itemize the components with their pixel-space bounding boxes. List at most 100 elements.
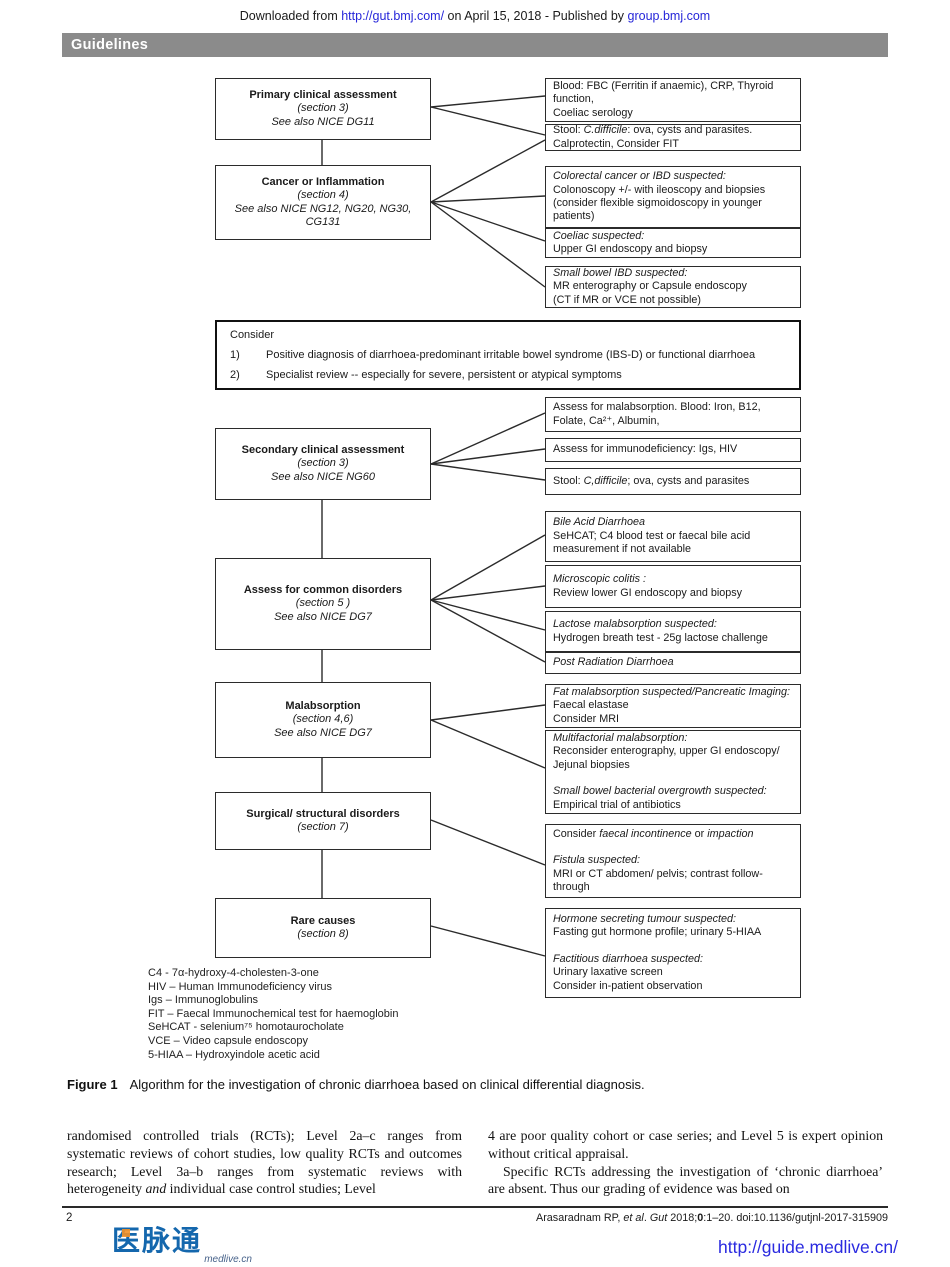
- text-segment: faecal incontinence: [599, 827, 692, 840]
- guide-medlive-link[interactable]: http://guide.medlive.cn/: [718, 1237, 898, 1257]
- figure-label: Figure 1: [67, 1077, 118, 1092]
- box-subtitle: (section 3): [297, 457, 349, 470]
- box-line: MR enterography or Capsule endoscopy: [553, 280, 747, 293]
- box-title: Primary clinical assessment: [249, 89, 397, 102]
- group-bmj-link[interactable]: group.bmj.com: [627, 9, 711, 23]
- footer-rule: [62, 1206, 888, 1208]
- legend-line: SeHCAT - selenium⁷⁵ homotaurocholate: [148, 1021, 344, 1034]
- box-subtitle: (section 5 ): [295, 597, 351, 610]
- consider-item-2: 2) Specialist review -- especially for s…: [230, 369, 786, 382]
- box-title: Cancer or Inflammation: [261, 176, 385, 189]
- flowchart-box-common-disorders: Assess for common disorders (section 5 )…: [215, 558, 431, 650]
- figure-caption: Figure 1 Algorithm for the investigation …: [67, 1077, 645, 1092]
- box-line: Colonoscopy +/- with ileoscopy and biops…: [553, 183, 766, 223]
- box-line: Faecal elastase: [553, 699, 629, 712]
- text-segment: and: [145, 1181, 167, 1197]
- figure-caption-text: Algorithm for the investigation of chron…: [129, 1077, 645, 1092]
- box-line: Consider MRI: [553, 712, 619, 725]
- box-heading: Post Radiation Diarrhoea: [553, 656, 674, 669]
- flowchart-box-primary-assessment: Primary clinical assessment (section 3) …: [215, 78, 431, 140]
- legend-line: FIT – Faecal Immunochemical test for hae…: [148, 1007, 399, 1020]
- box-line: Coeliac serology: [553, 106, 633, 119]
- abbreviation-legend: C4 - 7α-hydroxy-4-cholesten-3-one HIV – …: [148, 967, 398, 1062]
- legend-line: 5-HIAA – Hydroxyindole acetic acid: [148, 1048, 320, 1061]
- text-segment: individual case control studies; Level: [166, 1181, 376, 1197]
- text-segment: : ova, cysts and parasites.: [627, 124, 753, 137]
- box-line: Hydrogen breath test - 25g lactose chall…: [553, 631, 768, 644]
- box-heading: Small bowel IBD suspected:: [553, 266, 688, 279]
- box-subtitle: See also NICE DG11: [271, 115, 375, 128]
- text-segment: .: [643, 1212, 650, 1224]
- legend-line: HIV – Human Immunodeficiency virus: [148, 980, 333, 993]
- citation: Arasaradnam RP, et al. Gut 2018;0:1–20. …: [536, 1212, 888, 1224]
- flowchart-box-immunodeficiency: Assess for immunodeficiency: Igs, HIV: [545, 438, 801, 462]
- item-text: Positive diagnosis of diarrhoea-predomin…: [266, 349, 756, 362]
- medlive-logo-text: 医脉通: [112, 1225, 203, 1256]
- box-subtitle: (section 4): [297, 189, 349, 202]
- box-line: Fasting gut hormone profile; urinary 5-H…: [553, 926, 762, 939]
- text-segment: or: [691, 827, 708, 840]
- box-heading: Coeliac suspected:: [553, 229, 645, 242]
- medlive-logo-accent: [122, 1229, 130, 1237]
- box-line: Assess for immunodeficiency: Igs, HIV: [553, 443, 738, 456]
- legend-line: VCE – Video capsule endoscopy: [148, 1034, 309, 1047]
- flowchart-box-stool-tests-primary: Stool: C.difficile: ova, cysts and paras…: [545, 124, 801, 151]
- box-subtitle: (section 4,6): [292, 713, 354, 726]
- box-heading: Bile Acid Diarrhoea: [553, 516, 646, 529]
- flowchart-box-stool-tests-secondary: Stool: C,difficile; ova, cysts and paras…: [545, 468, 801, 495]
- box-title: Malabsorption: [285, 700, 361, 713]
- box-title: Surgical/ structural disorders: [246, 807, 400, 820]
- flowchart-box-bile-acid-diarrhoea: Bile Acid Diarrhoea SeHCAT; C4 blood tes…: [545, 511, 801, 562]
- text-segment: Stool:: [553, 474, 584, 487]
- box-line: Consider faecal incontinence or impactio…: [553, 828, 793, 841]
- box-title: Assess for common disorders: [243, 584, 403, 597]
- box-title: Secondary clinical assessment: [241, 444, 405, 457]
- flowchart-box-blood-tests: Blood: FBC (Ferritin if anaemic), CRP, T…: [545, 78, 801, 122]
- box-line: Urinary laxative screen: [553, 966, 663, 979]
- flowchart-box-cancer-inflammation: Cancer or Inflammation (section 4) See a…: [215, 165, 431, 240]
- legend-line: C4 - 7α-hydroxy-4-cholesten-3-one: [148, 967, 319, 979]
- box-line: Review lower GI endoscopy and biopsy: [553, 586, 743, 599]
- item-number: 2): [230, 369, 240, 382]
- box-heading: Hormone secreting tumour suspected:: [553, 912, 737, 925]
- box-line: Empirical trial of antibiotics: [553, 798, 681, 811]
- medlive-logo-subtext: medlive.cn: [204, 1254, 252, 1265]
- flowchart-box-malabsorption: Malabsorption (section 4,6) See also NIC…: [215, 682, 431, 758]
- box-line: Reconsider enterography, upper GI endosc…: [553, 745, 780, 771]
- section-banner-label: Guidelines: [71, 37, 149, 53]
- flowchart-box-incontinence-fistula: Consider faecal incontinence or impactio…: [545, 824, 801, 898]
- flowchart-box-microscopic-colitis: Microscopic colitis : Review lower GI en…: [545, 565, 801, 608]
- text-segment: :1–20. doi:10.1136/gutjnl-2017-315909: [703, 1212, 888, 1224]
- flowchart-box-surgical-structural: Surgical/ structural disorders (section …: [215, 792, 431, 850]
- box-subtitle: CG131: [305, 215, 341, 228]
- body-text-left-column: randomised controlled trials (RCTs); Lev…: [67, 1127, 462, 1198]
- text-segment: Consider: [553, 827, 600, 840]
- flowchart-box-rare-causes: Rare causes (section 8): [215, 898, 431, 958]
- box-heading: Microscopic colitis :: [553, 573, 646, 586]
- text-segment: et al: [623, 1212, 644, 1224]
- item-number: 1): [230, 349, 240, 362]
- text-segment: impaction: [707, 827, 754, 840]
- box-heading: Colorectal cancer or IBD suspected:: [553, 170, 726, 183]
- body-text-right-column: 4 are poor quality cohort or case series…: [488, 1127, 883, 1198]
- legend-line: Igs – Immunoglobulins: [148, 994, 259, 1007]
- flowchart-box-lactose-malabsorption: Lactose malabsorption suspected: Hydroge…: [545, 611, 801, 652]
- box-subtitle: (section 7): [297, 821, 349, 833]
- text-segment: randomised controlled trials (RCTs); Lev…: [67, 1128, 462, 1197]
- page-number: 2: [66, 1212, 73, 1224]
- box-line: Blood: FBC (Ferritin if anaemic), CRP, T…: [553, 79, 774, 106]
- box-heading: Fat malabsorption suspected/Pancreatic I…: [553, 685, 791, 698]
- box-title: Rare causes: [290, 914, 356, 927]
- box-subtitle: (section 3): [297, 102, 349, 115]
- gut-bmj-link[interactable]: http://gut.bmj.com/: [341, 9, 445, 23]
- box-line: SeHCAT; C4 blood test or faecal bile aci…: [553, 529, 751, 556]
- section-banner: Guidelines: [62, 33, 888, 57]
- box-subtitle: (section 8): [297, 928, 349, 940]
- box-line: Upper GI endoscopy and biopsy: [553, 243, 708, 255]
- organism-name: C,difficile: [583, 474, 628, 487]
- flowchart-box-hormone-factitious: Hormone secreting tumour suspected: Fast…: [545, 908, 801, 998]
- consider-title: Consider: [230, 329, 275, 341]
- download-text-prefix: Downloaded from: [239, 9, 342, 23]
- box-subtitle: See also NICE NG12, NG20, NG30,: [234, 202, 412, 215]
